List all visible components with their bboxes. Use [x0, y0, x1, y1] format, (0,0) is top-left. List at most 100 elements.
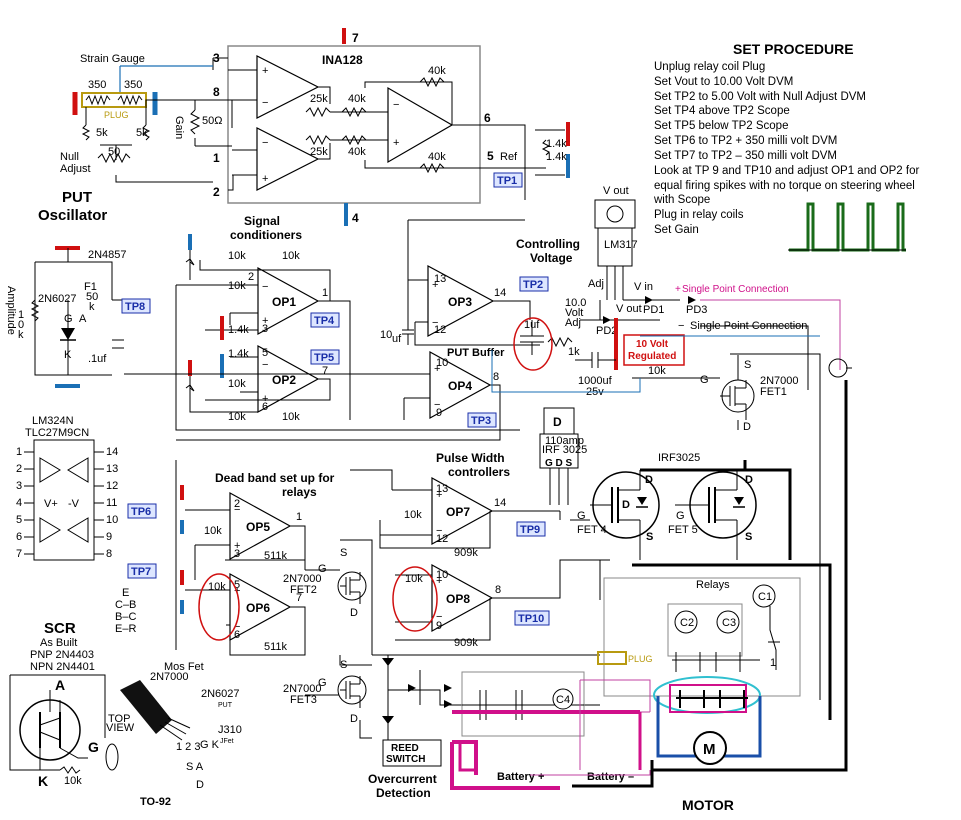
adj-label: Adj — [588, 278, 604, 290]
procedure-step: Plug in relay coils — [654, 209, 744, 221]
r-909k-b: 909k — [454, 637, 478, 649]
tp6: TP6 — [127, 503, 157, 519]
svg-text:−: − — [436, 611, 442, 623]
r-40k-b: 40k — [348, 146, 366, 158]
svg-text:D: D — [196, 779, 204, 791]
q-2n4857: 2N4857 — [88, 249, 127, 261]
svg-text:TP3: TP3 — [471, 415, 491, 427]
svg-text:+: + — [262, 315, 268, 327]
svg-text:OP7: OP7 — [446, 505, 470, 519]
r-10k: 10k — [228, 250, 246, 262]
r-50: 50 — [108, 146, 120, 158]
svg-text:6: 6 — [16, 531, 22, 543]
relay-c4: C4 — [556, 694, 570, 706]
r-10k: 10k — [228, 280, 246, 292]
svg-text:1: 1 — [770, 657, 776, 669]
procedure-step: Set Gain — [654, 224, 699, 236]
tp4: TP4 — [310, 312, 340, 328]
procedure-step: with Scope — [653, 194, 710, 206]
r-1-4k: 1.4k — [228, 348, 249, 360]
q-2n6027: 2N6027 — [38, 293, 77, 305]
highlight-circle — [198, 573, 240, 641]
svg-text:OP2: OP2 — [272, 373, 296, 387]
ina-amp-bottom — [256, 127, 320, 191]
signal-conditioner-wiring: 10k 10k 10k 1.4k 1.4k 10k 10k 10k — [175, 234, 520, 431]
irf3025-label: IRF3025 — [658, 452, 700, 464]
tp9: TP9 — [516, 521, 546, 537]
svg-text:6: 6 — [234, 629, 240, 641]
svg-text:8: 8 — [495, 584, 501, 596]
svg-text:+: + — [262, 65, 268, 77]
op2: OP2 −+ 567 — [257, 344, 328, 414]
svg-text:TP1: TP1 — [497, 175, 517, 187]
svg-text:+: + — [436, 489, 442, 501]
svg-text:10k: 10k — [648, 365, 666, 377]
vout-label-top: V out — [603, 185, 629, 197]
svg-text:−: − — [262, 359, 268, 371]
strain-plug-label: PLUG — [104, 110, 129, 120]
svg-text:S A: S A — [186, 761, 204, 773]
lm317-label: LM317 — [604, 239, 638, 251]
svg-text:S: S — [745, 531, 752, 543]
svg-text:TP10: TP10 — [518, 613, 544, 625]
procedure-step: Set TP6 to TP2 + 350 milli volt DVM — [654, 135, 837, 147]
put-g: G — [64, 313, 73, 325]
op5: OP5 −+ 231 — [229, 491, 302, 561]
ina-pin-4: 4 — [352, 211, 359, 225]
svg-text:14: 14 — [494, 287, 506, 299]
r-25k-b: 25k — [310, 146, 328, 158]
c-1uf: 1uf — [524, 319, 540, 331]
r-10k: 10k — [282, 411, 300, 423]
battery-minus: Battery – — [587, 771, 634, 783]
svg-text:−: − — [262, 281, 268, 293]
r-10k: 10k — [228, 378, 246, 390]
svg-text:OP5: OP5 — [246, 520, 270, 534]
r-10k: 10k — [204, 525, 222, 537]
tlc27m9cn-label: TLC27M9CN — [25, 427, 89, 439]
svg-text:-V: -V — [68, 498, 80, 510]
strain-gauge-label: Strain Gauge — [80, 53, 145, 65]
svg-text:+: + — [675, 284, 681, 295]
svg-text:A: A — [55, 677, 65, 693]
svg-text:TP8: TP8 — [125, 301, 145, 313]
lm317-regulator: V out LM317 Adj V out V in PD1 PD2 PD3 S… — [547, 185, 841, 398]
svg-text:2: 2 — [248, 271, 254, 283]
battery-plus: Battery + — [497, 771, 544, 783]
svg-text:3: 3 — [16, 480, 22, 492]
amplitude-label: Amplitude — [5, 286, 17, 335]
svg-text:1: 1 — [296, 511, 302, 523]
svg-text:D: D — [645, 474, 653, 486]
svg-text:G: G — [700, 374, 709, 386]
ina-pin-3: 3 — [213, 51, 220, 65]
ina128-label: INA128 — [322, 53, 363, 67]
svg-text:TP4: TP4 — [314, 315, 335, 327]
svg-text:TP7: TP7 — [131, 566, 151, 578]
svg-text:10: 10 — [106, 514, 118, 526]
relay-c2: C2 — [680, 617, 694, 629]
put-buffer-label: PUT Buffer — [447, 347, 505, 359]
tp5: TP5 — [310, 349, 340, 365]
svg-text:D: D — [350, 607, 358, 619]
svg-text:OP6: OP6 — [246, 601, 270, 615]
svg-text:+: + — [393, 137, 399, 149]
tp1: TP1 — [493, 172, 523, 188]
ina-amp-out — [387, 86, 454, 164]
r-10k: 10k — [404, 509, 422, 521]
r-40k-top: 40k — [428, 65, 446, 77]
svg-text:D: D — [743, 421, 751, 433]
r-511k-b: 511k — [264, 641, 288, 653]
tp7: TP7 — [127, 563, 157, 579]
scr-title: SCR — [44, 620, 76, 637]
tp8: TP8 — [121, 298, 151, 314]
